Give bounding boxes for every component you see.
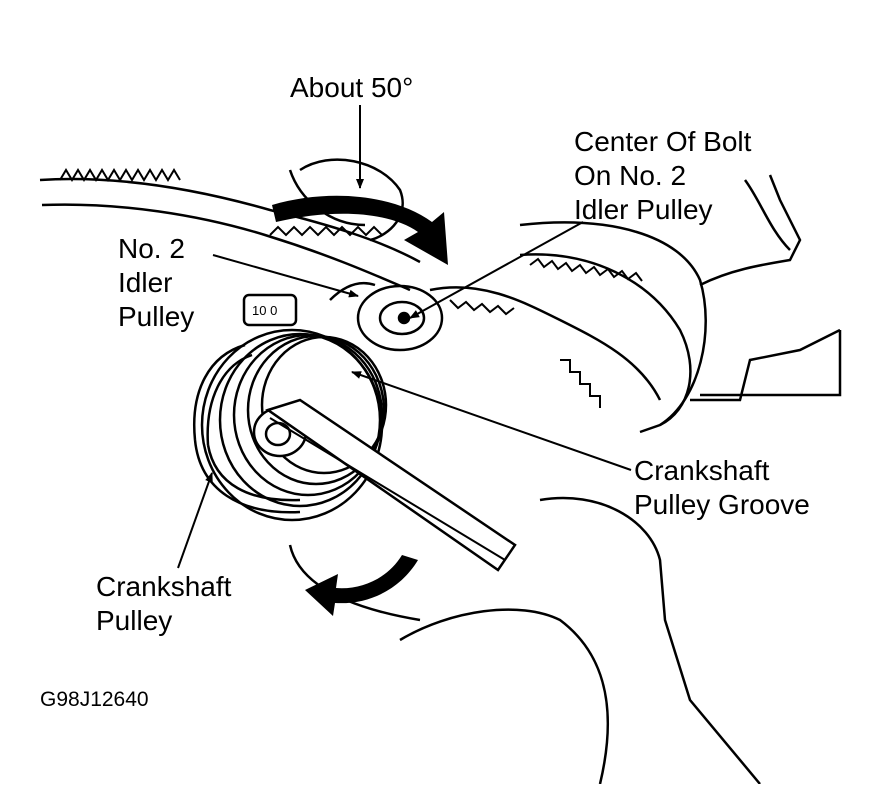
ribbed-belt	[193, 343, 301, 514]
timing-belt-upper	[39, 168, 421, 292]
idler-pulley-graphic	[329, 281, 444, 352]
bolt-center-label-line2: On No. 2	[574, 160, 687, 191]
wrench	[265, 398, 517, 572]
pulley-groove-label-line2: Pulley Groove	[634, 489, 810, 520]
leader-lines	[177, 105, 632, 569]
crankshaft-pulley-label-line2: Pulley	[96, 605, 173, 636]
rotation-arrow-upper	[272, 195, 448, 265]
pulley-groove-label-line1: Crankshaft	[634, 455, 770, 486]
idler-pulley-label-line2: Idler	[118, 267, 173, 298]
timing-mark-plate: 10 0	[242, 293, 298, 327]
rotation-arrow-lower	[305, 555, 418, 616]
svg-text:10 0: 10 0	[252, 303, 277, 318]
idler-pulley-label-line1: No. 2	[118, 233, 185, 264]
angle-label: About 50°	[290, 72, 414, 103]
idler-pulley-label-line3: Pulley	[118, 301, 195, 332]
bolt-center-label-line1: Center Of Bolt	[574, 126, 752, 157]
bolt-center-label-line3: Idler Pulley	[574, 194, 713, 225]
timing-belt-right	[429, 253, 692, 427]
crankshaft-pulley-label-line1: Crankshaft	[96, 571, 232, 602]
figure-id: G98J12640	[40, 688, 149, 711]
